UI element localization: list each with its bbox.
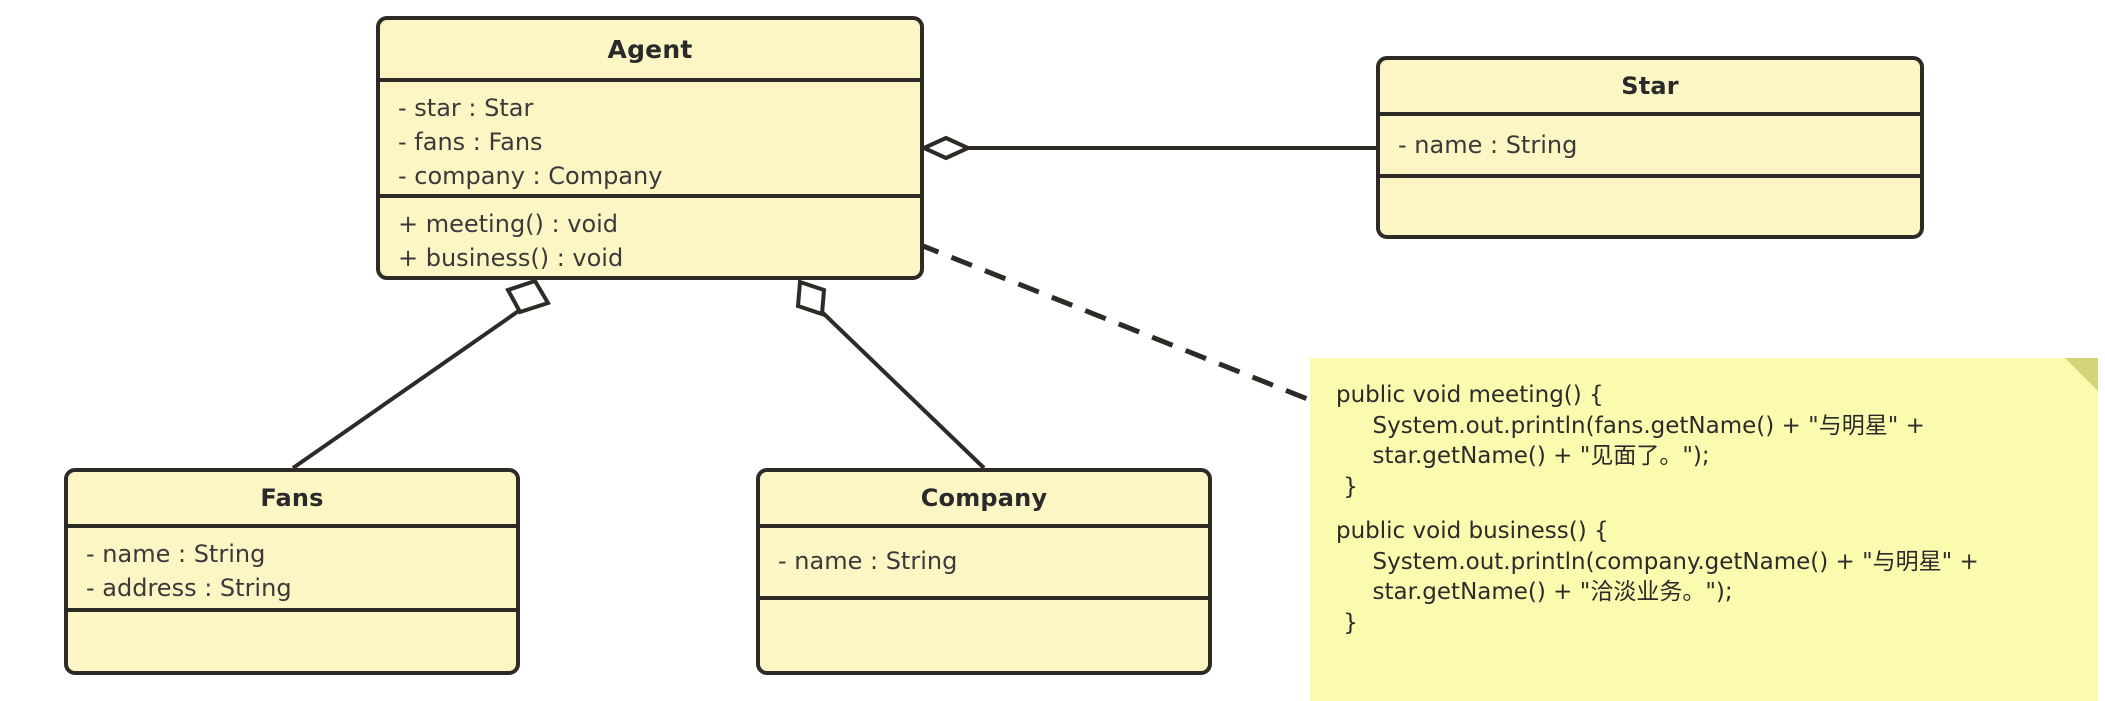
attribute-row: - name : String xyxy=(86,540,266,568)
attribute-row: - address : String xyxy=(86,574,292,603)
uml-class-fans[interactable]: Fans - name : String - address : String xyxy=(64,468,520,675)
code-line-blank xyxy=(1336,502,2072,516)
code-line: public void meeting() { xyxy=(1336,382,1604,408)
relationship-agent-fans xyxy=(291,278,551,470)
attribute-row: - name : String xyxy=(778,547,958,575)
aggregation-diamond-fans xyxy=(505,278,551,315)
class-name-fans: Fans xyxy=(68,472,516,528)
class-attributes-agent: - star : Star - fans : Fans - company : … xyxy=(380,82,920,198)
uml-class-star[interactable]: Star - name : String xyxy=(1376,56,1924,239)
class-name-company: Company xyxy=(760,472,1208,528)
attribute-row: - company : Company xyxy=(398,162,663,191)
aggregation-diamond-star xyxy=(919,135,973,161)
relationship-agent-company xyxy=(795,279,986,470)
code-line: } xyxy=(1336,473,1358,500)
uml-class-agent[interactable]: Agent - star : Star - fans : Fans - comp… xyxy=(376,16,924,280)
attribute-row: - fans : Fans xyxy=(398,128,543,157)
attribute-row: - name : String xyxy=(1398,131,1578,159)
class-attributes-company: - name : String xyxy=(760,528,1208,600)
code-line: System.out.println(company.getName() + "… xyxy=(1336,548,1979,575)
relationship-agent-star xyxy=(919,135,1376,161)
aggregation-diamond-company xyxy=(795,279,827,317)
agent-fans-line xyxy=(291,308,522,470)
class-operations-company xyxy=(760,600,1208,671)
operation-row: + meeting() : void xyxy=(398,210,619,238)
code-line: star.getName() + "见面了。"); xyxy=(1336,443,1710,470)
class-name-agent: Agent xyxy=(380,20,920,82)
operation-row: + business() : void xyxy=(398,244,624,273)
uml-class-company[interactable]: Company - name : String xyxy=(756,468,1212,675)
class-operations-agent: + meeting() : void + business() : void xyxy=(380,198,920,276)
class-operations-fans xyxy=(68,612,516,671)
code-note[interactable]: public void meeting() { System.out.print… xyxy=(1310,358,2098,701)
class-operations-star xyxy=(1380,178,1920,235)
class-name-star: Star xyxy=(1380,60,1920,116)
agent-company-line xyxy=(820,310,986,470)
code-line: } xyxy=(1336,610,1358,637)
code-line: public void business() { xyxy=(1336,518,1609,545)
code-line: star.getName() + "洽淡业务。"); xyxy=(1336,579,1733,606)
class-attributes-star: - name : String xyxy=(1380,116,1920,178)
class-attributes-fans: - name : String - address : String xyxy=(68,528,516,612)
note-fold-corner-icon xyxy=(2065,358,2098,391)
attribute-row: - star : Star xyxy=(398,94,534,122)
code-line: System.out.println(fans.getName() + "与明星… xyxy=(1336,412,1925,439)
note-anchor-dashed-line xyxy=(917,241,1311,403)
